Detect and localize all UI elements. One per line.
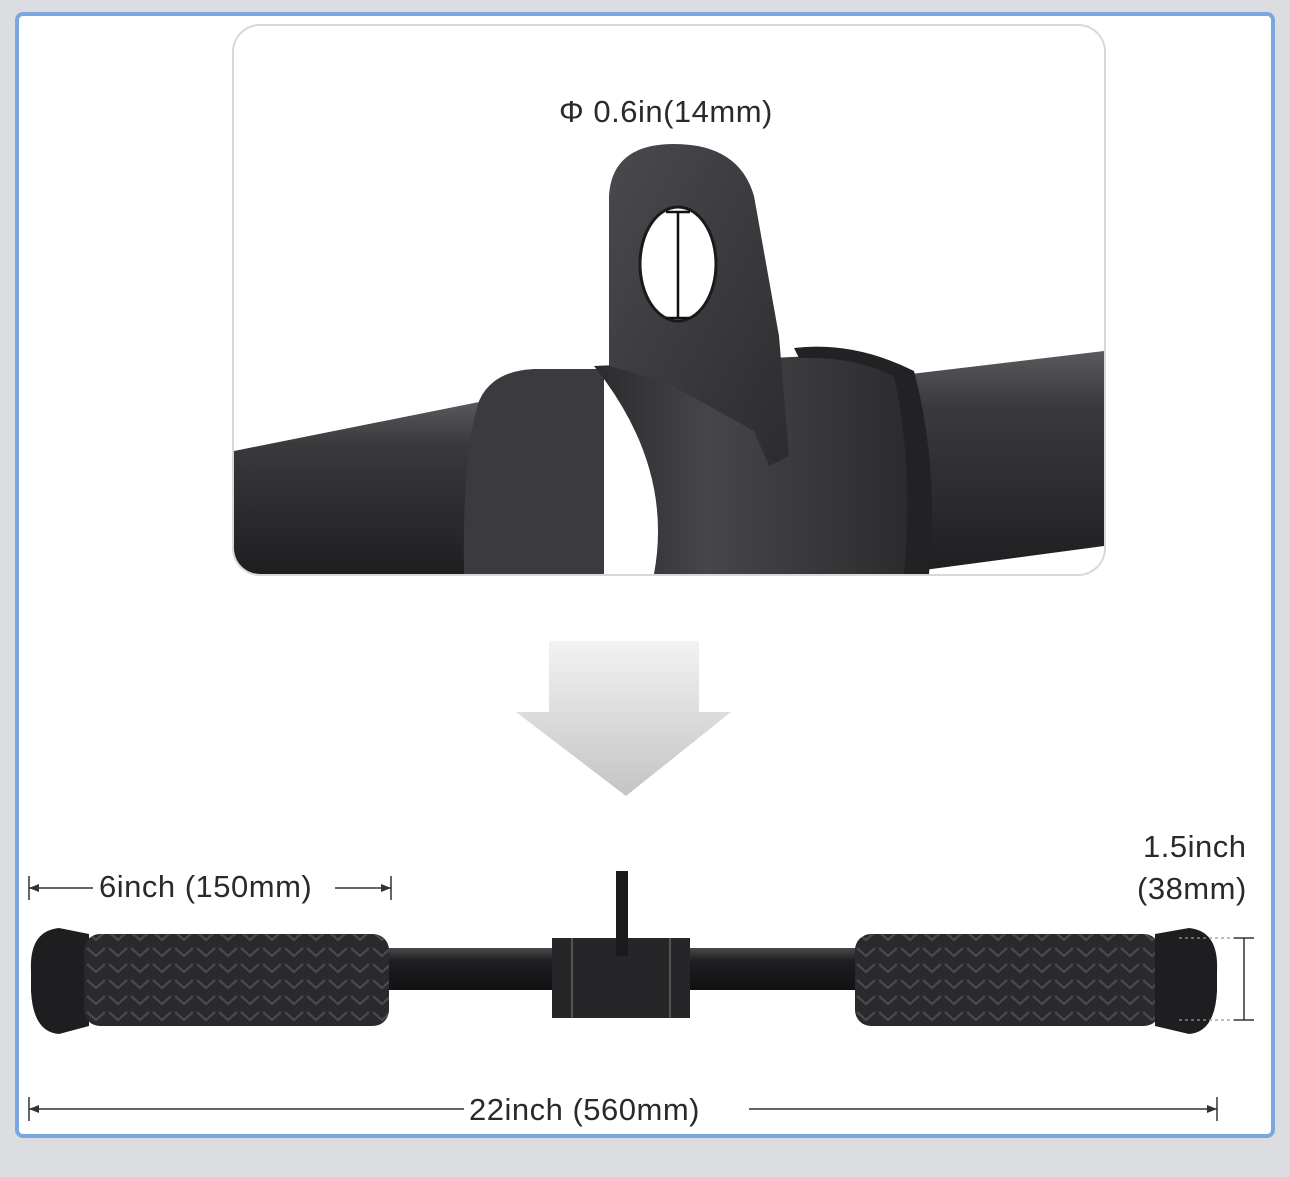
grip-length-label: 6inch (150mm) xyxy=(99,869,313,904)
hole-diameter-label: Φ 0.6in(14mm) xyxy=(559,94,773,129)
grip-diameter-label-line1: 1.5inch xyxy=(1143,829,1247,864)
bracket-closeup-image xyxy=(234,144,1104,574)
grip-diameter-label-line2: (38mm) xyxy=(1137,871,1247,906)
tricep-bar-image xyxy=(28,871,1254,1121)
total-length-label: 22inch (560mm) xyxy=(469,1092,700,1127)
product-frame: Φ 0.6in(14mm) xyxy=(15,12,1275,1138)
detail-closeup-card: Φ 0.6in(14mm) xyxy=(232,24,1106,576)
